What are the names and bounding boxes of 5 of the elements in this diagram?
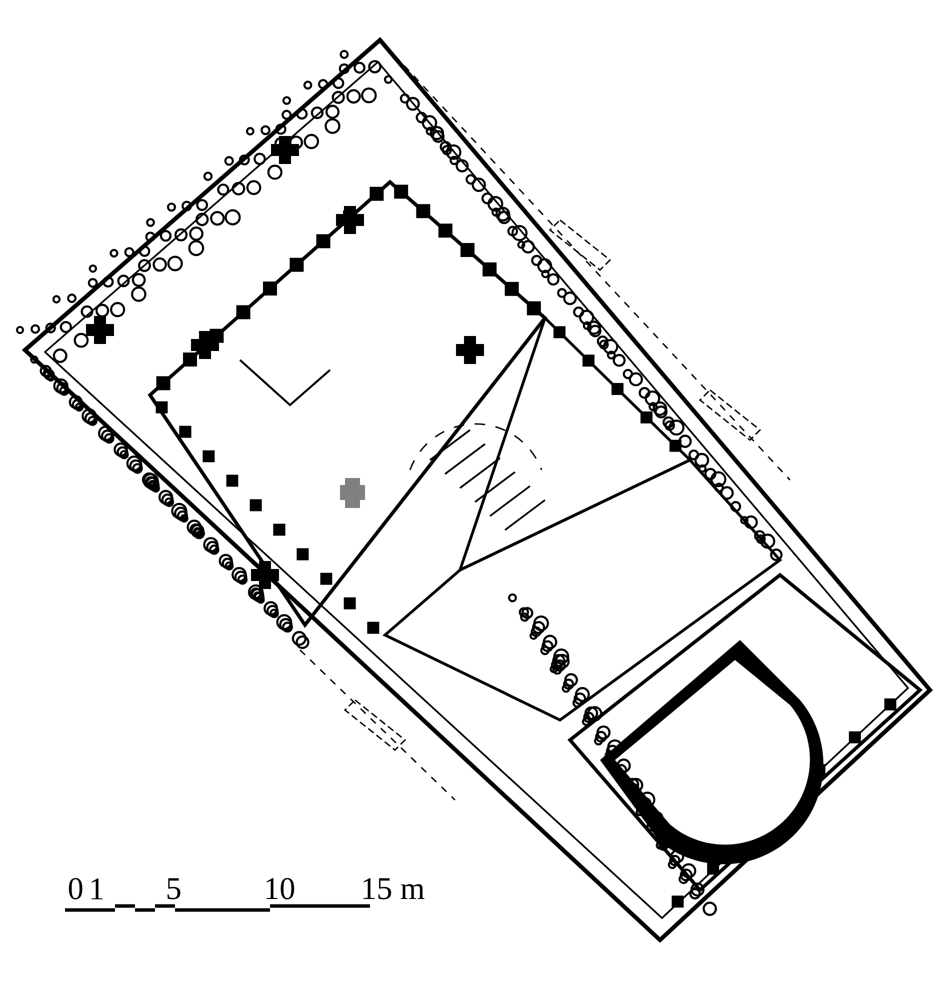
scale-label: 0	[68, 878, 82, 900]
scale-label: 15 m	[363, 878, 424, 900]
scale-label: 10	[266, 878, 294, 900]
scale-label: 1	[91, 878, 103, 900]
scale-label: 5	[168, 878, 180, 900]
